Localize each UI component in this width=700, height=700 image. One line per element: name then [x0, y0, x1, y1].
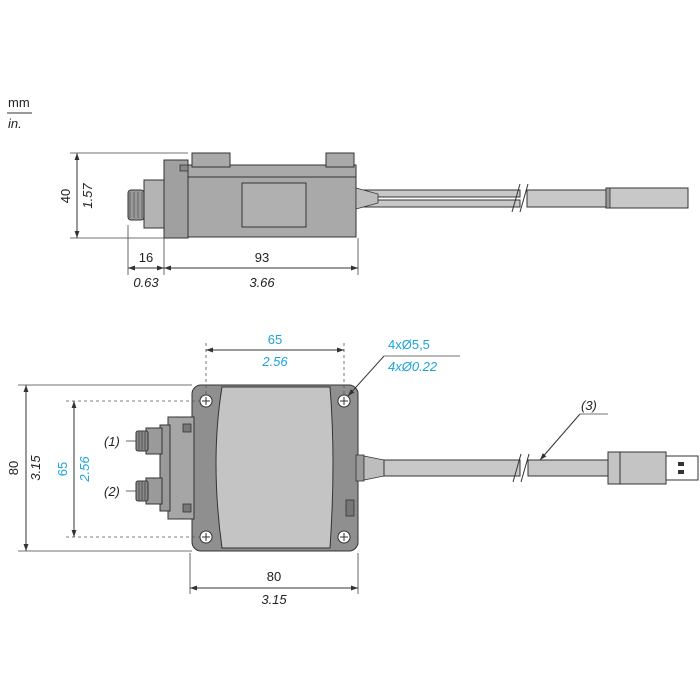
- dim-side-height-in: 1.57: [80, 183, 95, 209]
- dim-hole-spacing: 65 2.56: [205, 332, 345, 395]
- dim-holes-in: 4xØ0.22: [388, 359, 438, 374]
- dim-inner-height-mm: 65: [55, 462, 70, 476]
- side-cable: [355, 183, 689, 213]
- callouts: (1) (2) (3): [104, 398, 608, 499]
- dim-top-width-in: 3.15: [261, 592, 287, 607]
- dim-inner-height: 65 2.56: [55, 400, 200, 538]
- top-connectors: [135, 416, 195, 520]
- dim-side-connector: 16 0.63: [127, 225, 165, 290]
- dim-side-height: 40 1.57: [58, 152, 188, 239]
- side-label-plate: [241, 182, 307, 228]
- dim-top-width: 80 3.15: [189, 553, 359, 607]
- dim-top-height: 80 3.15: [6, 384, 192, 552]
- side-connector: [127, 159, 189, 239]
- dim-side-height-mm: 40: [58, 189, 73, 203]
- dim-top-height-in: 3.15: [28, 455, 43, 481]
- top-view: (1) (2) (3) 65 2.56 4xØ5,5 4xØ0.22: [6, 332, 699, 607]
- dim-hole-diameter: 4xØ5,5 4xØ0.22: [347, 337, 460, 397]
- dim-hole-spacing-mm: 65: [268, 332, 282, 347]
- dim-hole-spacing-in: 2.56: [261, 354, 288, 369]
- units-legend: mm in.: [7, 95, 32, 131]
- dim-side-length-in: 3.66: [249, 275, 275, 290]
- mounting-holes: [199, 394, 351, 544]
- callout-1: (1): [104, 434, 120, 449]
- top-cover: [215, 386, 334, 549]
- top-cable: [355, 451, 699, 485]
- dim-side-length: 93 3.66: [164, 238, 359, 290]
- unit-in: in.: [8, 116, 22, 131]
- side-view: 40 1.57 16 0.63 93 3.66: [58, 152, 689, 290]
- dim-side-connector-in: 0.63: [133, 275, 159, 290]
- usb-plug: [607, 451, 699, 485]
- dim-top-width-mm: 80: [267, 569, 281, 584]
- dim-inner-height-in: 2.56: [77, 456, 92, 483]
- top-housing: [191, 384, 359, 552]
- unit-mm: mm: [8, 95, 30, 110]
- connector-1: [135, 427, 163, 455]
- callout-3: (3): [581, 398, 597, 413]
- connector-2: [135, 477, 163, 505]
- callout-2: (2): [104, 484, 120, 499]
- dim-side-length-mm: 93: [255, 250, 269, 265]
- dim-side-connector-mm: 16: [139, 250, 153, 265]
- side-housing: [179, 152, 357, 238]
- dim-holes-mm: 4xØ5,5: [388, 337, 430, 352]
- dim-top-height-mm: 80: [6, 461, 21, 475]
